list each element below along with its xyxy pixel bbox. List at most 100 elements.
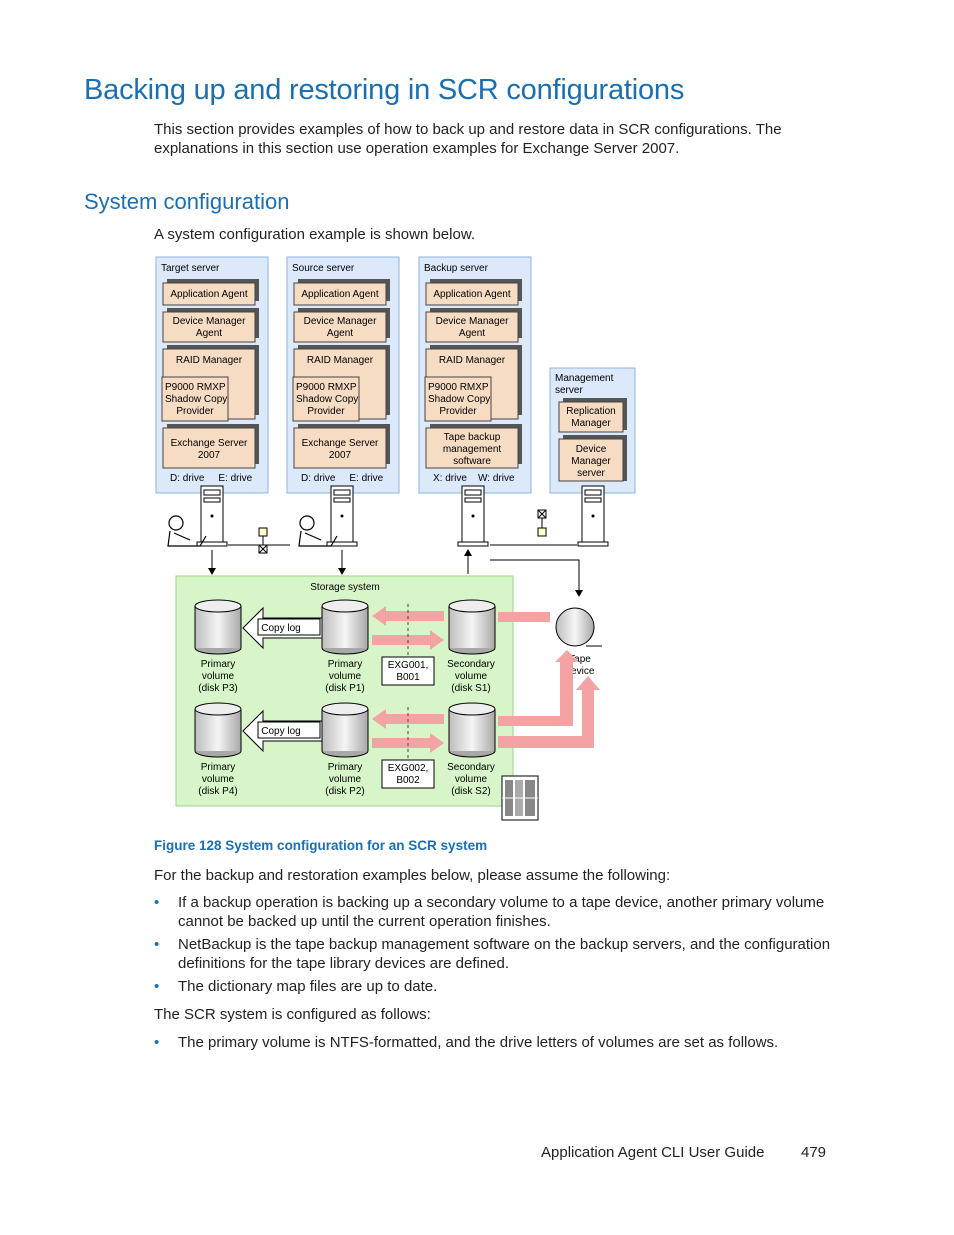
svg-text:Device: Device [576,444,607,455]
assumptions-lead: For the backup and restoration examples … [154,867,671,884]
scr-config-lead: The SCR system is configured as follows: [154,1006,431,1023]
management-server-panel: Management server Replication Manager De… [549,367,636,494]
svg-text:Device Manager: Device Manager [304,316,377,327]
svg-text:2007: 2007 [198,450,221,461]
svg-text:Application Agent: Application Agent [170,289,248,300]
footer-title: Application Agent CLI User Guide [541,1144,765,1161]
primary-volume-p1 [321,599,369,655]
svg-text:Source server: Source server [292,263,355,274]
server-tower-icon [196,485,228,547]
server-towers [196,485,609,547]
svg-text:management: management [443,444,502,455]
svg-text:Device Manager: Device Manager [173,316,246,327]
application-agent-box [425,282,519,306]
svg-text:Primary: Primary [328,659,362,670]
application-agent-box [162,282,256,306]
list-item: •The primary volume is NTFS-formatted, a… [154,1034,779,1051]
svg-text:Provider: Provider [439,406,477,417]
svg-text:Device Manager: Device Manager [436,316,509,327]
svg-text:Application Agent: Application Agent [433,289,511,300]
svg-text:(disk P1): (disk P1) [325,683,364,694]
list-item: •If a backup operation is backing up a s… [154,894,825,930]
svg-text:D: drive E: drive: D: drive E: drive [170,473,253,484]
svg-text:Primary: Primary [201,762,235,773]
svg-text:X: drive W: drive: X: drive W: drive [433,473,515,484]
svg-text:EXG002,: EXG002, [388,763,429,774]
secondary-volume-s2 [448,702,496,758]
svg-text:(disk P3): (disk P3) [198,683,237,694]
software-box [162,427,256,469]
replication-arrows [372,707,444,759]
svg-text:Management: Management [555,373,614,384]
replication-arrows [372,604,444,656]
svg-text:Provider: Provider [307,406,345,417]
device-manager-agent-box [293,311,387,343]
tape-device-icon: Tape device [555,607,602,677]
primary-volume-p3 [194,599,242,655]
svg-text:Tape backup: Tape backup [444,432,501,443]
svg-text:Tape: Tape [569,654,591,665]
svg-text:RAID Manager: RAID Manager [439,355,506,366]
user-icon [167,515,207,547]
svg-text:Secondary: Secondary [447,762,495,773]
svg-text:D: drive E: drive: D: drive E: drive [301,473,384,484]
svg-text:(disk S2): (disk S2) [451,786,490,797]
svg-text:Storage system: Storage system [310,582,379,593]
svg-text:Backup server: Backup server [424,263,489,274]
svg-text:(disk P4): (disk P4) [198,786,237,797]
svg-text:Replication: Replication [566,406,615,417]
svg-text:software: software [453,456,491,467]
svg-text:Shadow Copy: Shadow Copy [296,394,358,405]
device-manager-agent-box [162,311,256,343]
scr-config-list: •The primary volume is NTFS-formatted, a… [154,1034,834,1058]
svg-text:Copy log: Copy log [261,726,300,737]
svg-text:device: device [566,666,595,677]
primary-volume-p4 [194,702,242,758]
svg-text:Manager: Manager [571,456,611,467]
svg-text:Shadow Copy: Shadow Copy [165,394,227,405]
user-icon [298,515,338,547]
intro-paragraph: This section provides examples of how to… [154,121,782,157]
svg-text:B001: B001 [396,672,420,683]
svg-text:volume: volume [329,671,362,682]
svg-text:Manager: Manager [571,418,611,429]
svg-text:Shadow Copy: Shadow Copy [428,394,490,405]
server-tower-icon [457,485,489,547]
svg-text:Target server: Target server [161,263,220,274]
list-item: •The dictionary map files are up to date… [154,978,438,995]
secondary-volume-s1 [448,599,496,655]
server-tower-icon [577,485,609,547]
svg-text:Agent: Agent [327,328,353,339]
svg-text:volume: volume [202,774,235,785]
svg-text:volume: volume [455,671,488,682]
svg-text:volume: volume [202,671,235,682]
server-tower-icon [326,485,358,547]
svg-text:Secondary: Secondary [447,659,495,670]
svg-text:Agent: Agent [459,328,485,339]
svg-text:Agent: Agent [196,328,222,339]
software-box [293,427,387,469]
figure-caption: Figure 128 System configuration for an S… [154,838,488,853]
svg-text:Exchange Server: Exchange Server [171,438,248,449]
svg-text:(disk S1): (disk S1) [451,683,490,694]
svg-text:volume: volume [455,774,488,785]
svg-text:RAID Manager: RAID Manager [307,355,374,366]
svg-text:EXG001,: EXG001, [388,660,429,671]
software-box [425,427,519,469]
svg-text:Exchange Server: Exchange Server [302,438,379,449]
svg-text:Primary: Primary [328,762,362,773]
svg-text:Primary: Primary [201,659,235,670]
svg-text:volume: volume [329,774,362,785]
svg-text:RAID Manager: RAID Manager [176,355,243,366]
copy-log-arrow: Copy log [242,606,323,650]
svg-text:B002: B002 [396,775,420,786]
tape-library-icon [501,775,539,821]
svg-text:P9000 RMXP: P9000 RMXP [165,382,226,393]
svg-text:Provider: Provider [176,406,214,417]
svg-text:server: server [555,385,583,396]
svg-text:Copy log: Copy log [261,623,300,634]
